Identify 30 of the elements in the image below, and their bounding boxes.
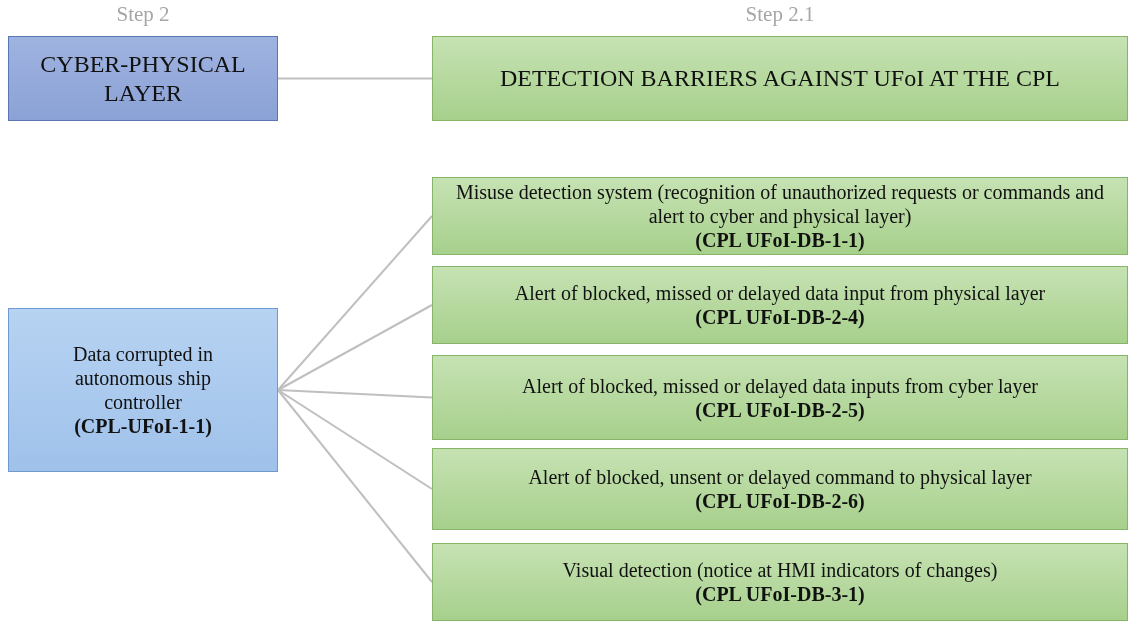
box-text: Alert of blocked, unsent or delayed command to physical layer (528, 465, 1032, 489)
threat-box (8, 308, 278, 472)
barrier-box (432, 36, 1128, 121)
connector-line (277, 77, 433, 80)
connector-line (277, 304, 433, 391)
layer-box (8, 36, 278, 121)
step-label: Step 2.1 (744, 2, 816, 27)
box-text: Alert of blocked, missed or delayed data inputs from cyber layer (522, 373, 1038, 398)
box-text: DETECTION BARRIERS AGAINST UFoI AT THE CPL (499, 64, 1061, 93)
box-text: Data corrupted in autonomous ship controller (72, 342, 214, 414)
barrier-box (432, 543, 1128, 621)
box-text: Visual detection (notice at HMI indicators of changes) (562, 558, 998, 582)
box-text: Alert of blocked, missed or delayed data input from physical layer (514, 281, 1046, 305)
id-code: (CPL UFoI-DB-3-1) (695, 582, 865, 606)
connector-line (277, 215, 433, 391)
id-code: (CPL UFoI-DB-2-6) (695, 489, 865, 513)
id-code: (CPL UFoI-DB-2-5) (695, 398, 865, 422)
id-code: (CPL UFoI-DB-2-4) (695, 305, 865, 329)
id-code: (CPL UFoI-DB-1-1) (695, 228, 865, 252)
barrier-box (432, 355, 1128, 440)
barrier-box (432, 266, 1128, 344)
barrier-box (432, 177, 1128, 255)
step-label: Step 2 (115, 2, 171, 27)
box-text: CYBER-PHYSICAL LAYER (39, 49, 247, 108)
connector-line (277, 389, 433, 399)
id-code: (CPL-UFoI-1-1) (74, 414, 212, 438)
box-text: Misuse detection system (recognition of unauthorized requests or commands and alert to cyber and physical layer) (454, 180, 1106, 228)
barrier-box (432, 448, 1128, 530)
connector-line (277, 389, 433, 583)
connector-line (277, 389, 433, 490)
